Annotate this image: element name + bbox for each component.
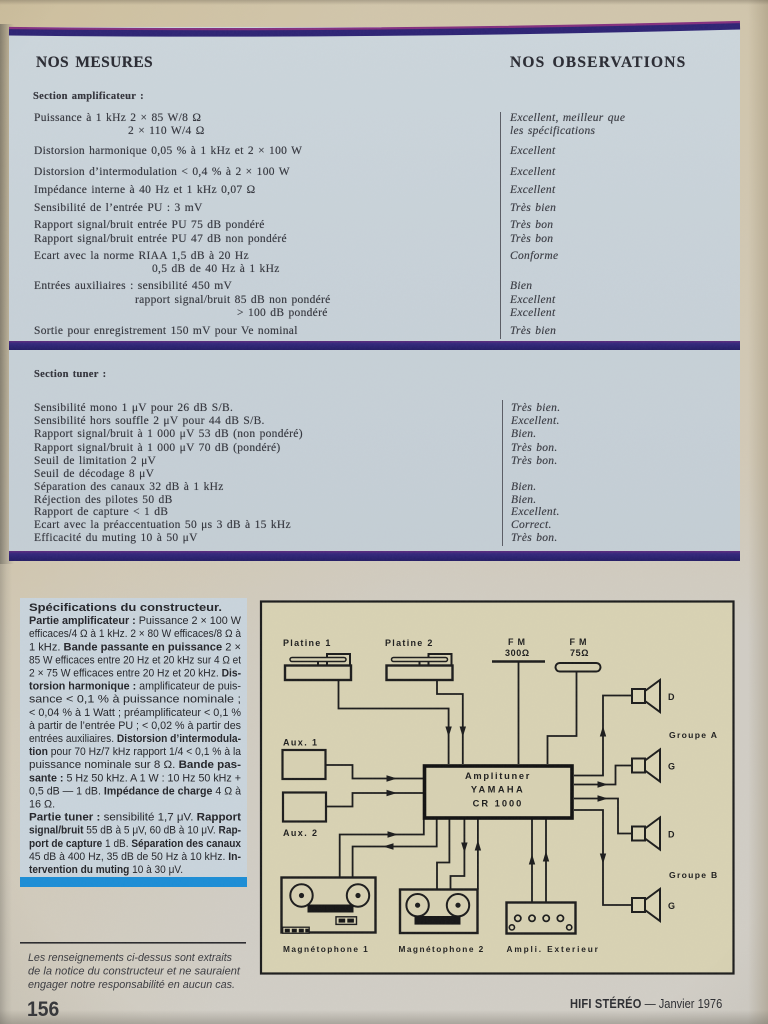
svg-text:Groupe A: Groupe A [669, 730, 718, 740]
svg-text:0,5 dB — 1 dB. Impédance de ch: 0,5 dB — 1 dB. Impédance de charge 4 Ω à [29, 785, 241, 797]
svg-text:Les renseignements ci-dessus s: Les renseignements ci-dessus sont extrai… [28, 952, 232, 964]
svg-text:port de capture 1 dB. Séparati: port de capture 1 dB. Séparation des can… [29, 838, 241, 850]
svg-text:Platine 2: Platine 2 [385, 638, 434, 648]
svg-text:16 Ω.: 16 Ω. [29, 799, 55, 811]
svg-text:D: D [668, 830, 676, 840]
svg-text:Spécifications du constructeur: Spécifications du constructeur. [29, 602, 222, 614]
svg-text:75Ω: 75Ω [570, 648, 589, 658]
svg-text:Platine 1: Platine 1 [283, 638, 332, 648]
svg-text:< 0,04 % à 1 Watt ; préamplifi: < 0,04 % à 1 Watt ; préamplificateur < 0… [29, 707, 241, 719]
svg-text:G: G [668, 762, 676, 772]
svg-text:efficaces/4 Ω à 1 kHz. 2 × 80: efficaces/4 Ω à 1 kHz. 2 × 80 W efficace… [29, 628, 241, 640]
svg-text:puissance nominale sur 8 Ω. Ba: puissance nominale sur 8 Ω. Bande pas- [29, 759, 241, 771]
svg-text:Groupe B: Groupe B [669, 870, 719, 880]
svg-text:signal/bruit 55 dB à 5 μV, 60: signal/bruit 55 dB à 5 μV, 60 dB à 10 μV… [29, 825, 241, 837]
svg-text:G: G [668, 901, 676, 911]
svg-text:Partie tuner : sensibilité 1,7: Partie tuner : sensibilité 1,7 μV. Rappo… [29, 812, 241, 824]
svg-text:1 kHz. Bande passante en puiss: 1 kHz. Bande passante en puissance 2 × [29, 641, 241, 653]
svg-text:engager notre responsabilité e: engager notre responsabilité en aucun ca… [28, 979, 235, 991]
svg-text:Aux. 1: Aux. 1 [283, 738, 318, 748]
svg-text:Magnétophone 1: Magnétophone 1 [283, 944, 369, 954]
svg-text:tervention du muting 10 à 30 μ: tervention du muting 10 à 30 μV. [29, 864, 183, 876]
svg-text:YAMAHA: YAMAHA [471, 785, 525, 795]
svg-text:300Ω: 300Ω [505, 648, 530, 658]
svg-text:D: D [668, 692, 676, 702]
svg-text:sante : 5 Hz 50 kHz. A 1 W : 1: sante : 5 Hz 50 kHz. A 1 W : 10 Hz 50 kH… [29, 772, 241, 784]
svg-text:FM: FM [508, 637, 529, 647]
svg-text:entrées auxiliaires. Distorsio: entrées auxiliaires. Distorsion d’interm… [29, 733, 241, 745]
svg-text:2 × 75 W efficaces entre 20 Hz: 2 × 75 W efficaces entre 20 Hz et 20 kHz… [29, 668, 241, 680]
svg-text:torsion harmonique : amplifica: torsion harmonique : amplificateur de pu… [29, 681, 241, 693]
svg-text:85 W efficaces entre 20 Hz et: 85 W efficaces entre 20 Hz et 20 kHz sur… [29, 654, 241, 666]
svg-text:de la notice du constructeur e: de la notice du constructeur et ne saura… [28, 966, 241, 978]
svg-text:tion pour 70 Hz/7 kHz rapport: tion pour 70 Hz/7 kHz rapport 1/4 < 0,1 … [29, 746, 241, 758]
svg-text:à partir de l’entrée PU ; < 0,: à partir de l’entrée PU ; < 0,02 % à par… [29, 720, 242, 732]
svg-text:Aux. 2: Aux. 2 [283, 828, 318, 838]
svg-text:Amplituner: Amplituner [465, 771, 531, 781]
svg-text:Ampli. Exterieur: Ampli. Exterieur [507, 944, 600, 954]
svg-text:FM: FM [570, 637, 591, 647]
svg-text:CR 1000: CR 1000 [473, 799, 524, 809]
svg-text:sance < 0,1 % à puissance nomi: sance < 0,1 % à puissance nominale ; [29, 694, 241, 706]
svg-text:Magnétophone 2: Magnétophone 2 [399, 944, 485, 954]
svg-text:Partie amplificateur : Puissan: Partie amplificateur : Puissance 2 × 100… [29, 615, 242, 627]
svg-text:45 dB à 400 Hz, 35 dB de 50 Hz: 45 dB à 400 Hz, 35 dB de 50 Hz à 10 kHz.… [29, 851, 241, 863]
